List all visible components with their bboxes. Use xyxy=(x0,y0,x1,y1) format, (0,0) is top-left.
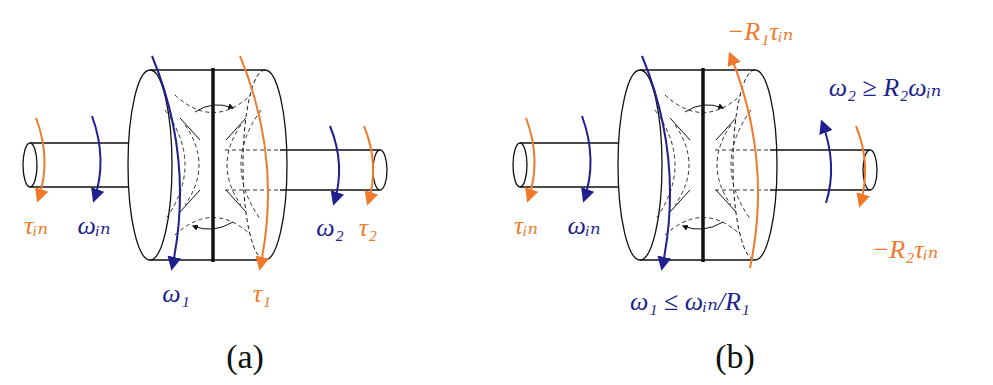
torque-arrow xyxy=(730,54,758,268)
speed-symbol: ω₂ xyxy=(316,214,343,243)
torque-symbol: τᵢₙ xyxy=(514,212,538,241)
output-shaft xyxy=(280,150,380,190)
fluid-coupling xyxy=(23,68,387,262)
speed-symbol: ωᵢₙ xyxy=(567,212,600,241)
speed-inequality: ω₁ ≤ ωᵢₙ/R₁ xyxy=(630,288,750,317)
speed-arrow xyxy=(582,116,591,200)
panel-label: (b) xyxy=(715,338,755,375)
speed-arrow xyxy=(330,126,339,203)
housing-right-end xyxy=(755,70,777,260)
torque-arrow xyxy=(526,118,535,200)
turbine-outline xyxy=(731,110,751,220)
divider-plate xyxy=(701,68,705,262)
turbine-outline xyxy=(715,150,770,190)
torque-expression: −R₂τᵢₙ xyxy=(872,236,938,265)
torque-arrow xyxy=(36,118,45,200)
housing-left-end xyxy=(128,70,172,260)
output-shaft xyxy=(770,150,870,190)
shaft-end xyxy=(513,143,527,187)
housing-right-end xyxy=(265,70,287,260)
turbine-outline xyxy=(225,150,280,190)
speed-arrow xyxy=(152,56,180,268)
torque-symbol: τ₁ xyxy=(253,280,271,309)
torque-expression: −R₁τᵢₙ xyxy=(727,18,793,47)
torque-arrow xyxy=(364,126,373,203)
torque-arrow xyxy=(856,126,865,205)
divider-plate xyxy=(211,68,215,262)
speed-symbol: ω₁ xyxy=(162,280,189,309)
panel-label: (a) xyxy=(226,338,264,375)
torque-symbol: τ₂ xyxy=(359,214,377,243)
torque-arrow xyxy=(240,56,268,268)
turbine-outline xyxy=(165,110,185,220)
rotation-arrows xyxy=(36,54,865,268)
torque-symbol: τᵢₙ xyxy=(24,212,48,241)
shaft-end xyxy=(373,150,387,190)
turbine-outline xyxy=(655,110,675,220)
turbine-outline xyxy=(241,110,261,220)
speed-arrow xyxy=(92,116,101,200)
speed-arrow xyxy=(642,56,670,268)
speed-inequality: ω₂ ≥ R₂ωᵢₙ xyxy=(829,74,942,103)
housing-left-end xyxy=(618,70,662,260)
shaft-end xyxy=(23,143,37,187)
fluid-coupling xyxy=(513,68,877,262)
speed-arrow xyxy=(822,122,831,203)
speed-symbol: ωᵢₙ xyxy=(77,212,110,241)
